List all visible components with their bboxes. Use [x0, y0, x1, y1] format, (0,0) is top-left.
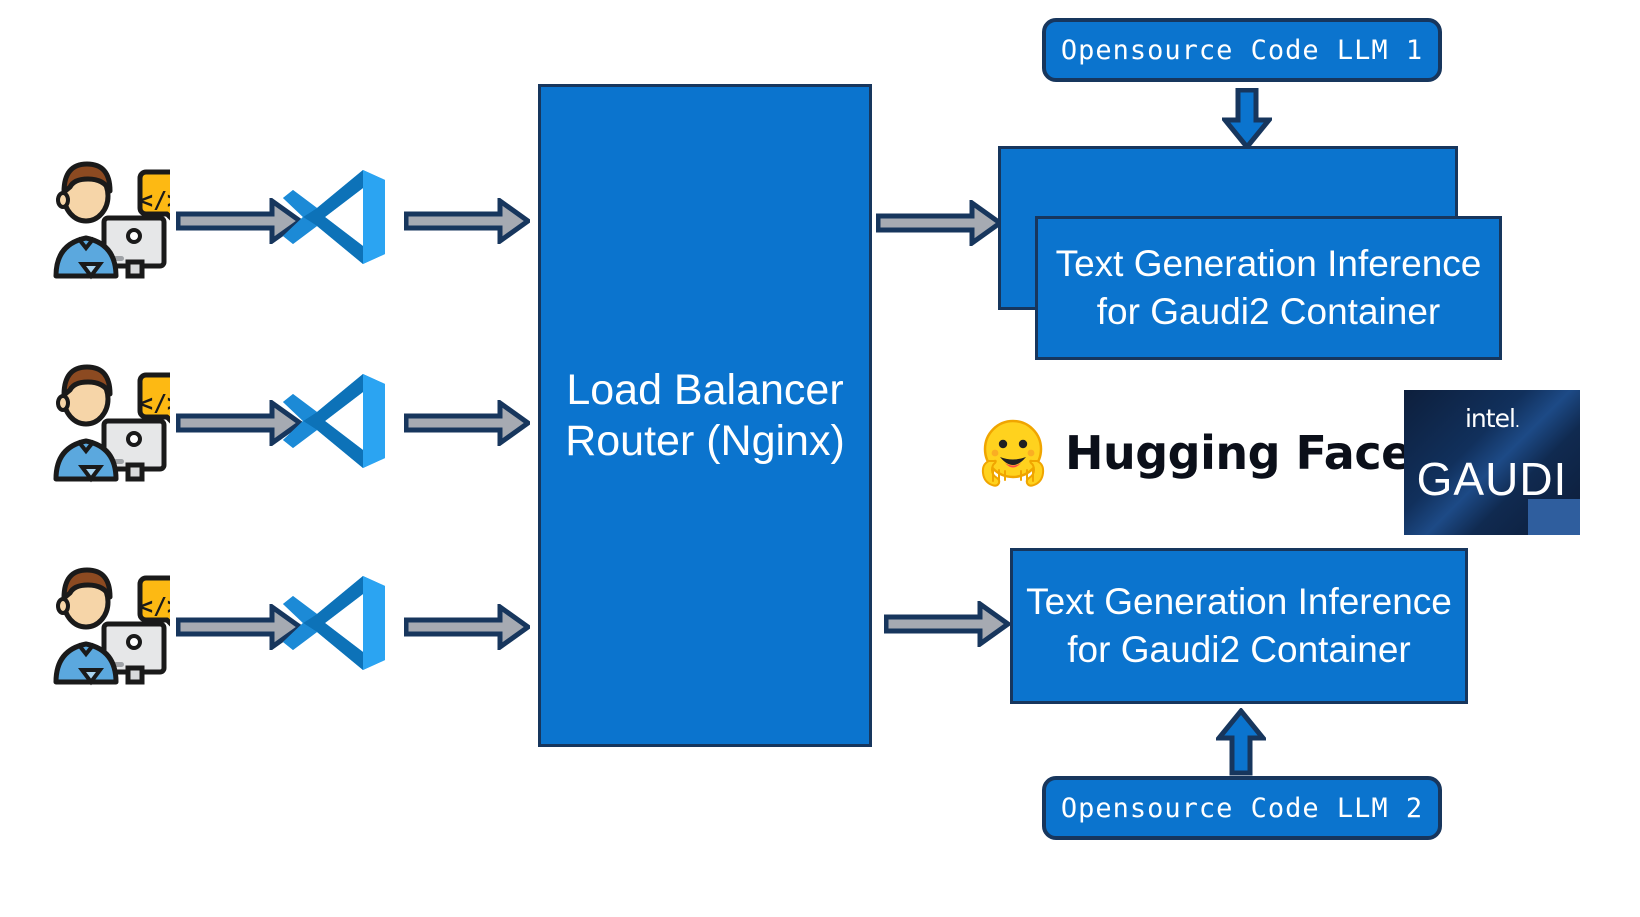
- router-label-line2: Router (Nginx): [565, 416, 845, 465]
- tgi-top-front-label: Text Generation Inference for Gaudi2 Con…: [1055, 242, 1482, 332]
- arrow-dev1-to-vscode1: [176, 198, 302, 244]
- tgi-container-top-front[interactable]: Text Generation Inference for Gaudi2 Con…: [1035, 216, 1502, 360]
- arrow-vscode1-to-router: [404, 198, 530, 244]
- arrow-vscode2-to-router: [404, 400, 530, 446]
- vscode-logo-1: [281, 168, 389, 266]
- intel-wordmark: intel.: [1404, 404, 1580, 433]
- llm2-label: Opensource Code LLM 2: [1060, 792, 1424, 824]
- hugging-face-wordmark: Hugging Face: [1065, 426, 1412, 480]
- vscode-logo-3: [281, 574, 389, 672]
- arrow-llm2-to-tgi-bottom: [1216, 708, 1266, 776]
- gaudi-accent-square: [1528, 499, 1580, 535]
- tgi-container-bottom[interactable]: Text Generation Inference for Gaudi2 Con…: [1010, 548, 1468, 704]
- arrow-router-to-tgi-top: [876, 200, 1002, 246]
- router-label-line1: Load Balancer: [566, 365, 844, 414]
- arrow-router-to-tgi-bottom: [884, 601, 1010, 647]
- hugging-face-logo: Hugging Face: [975, 415, 1412, 491]
- hugging-face-emoji-icon: [975, 415, 1051, 491]
- gaudi-wordmark: GAUDI: [1416, 453, 1568, 505]
- intel-brand-text: intel: [1464, 404, 1516, 433]
- intel-brand-dot: .: [1514, 412, 1520, 431]
- opensource-code-llm-1-box[interactable]: Opensource Code LLM 1: [1042, 18, 1442, 82]
- developer-icon-2: </>: [42, 355, 170, 483]
- arrow-dev2-to-vscode2: [176, 400, 302, 446]
- llm1-label: Opensource Code LLM 1: [1060, 34, 1424, 66]
- developer-icon-3: </>: [42, 558, 170, 686]
- arrow-dev3-to-vscode3: [176, 604, 302, 650]
- vscode-logo-2: [281, 372, 389, 470]
- svg-text:</>: </>: [139, 594, 170, 620]
- load-balancer-router-box[interactable]: Load Balancer Router (Nginx): [538, 84, 872, 747]
- tgi-bottom-label: Text Generation Inference for Gaudi2 Con…: [1026, 580, 1452, 670]
- arrow-llm1-to-tgi-top: [1222, 88, 1272, 150]
- svg-text:</>: </>: [139, 391, 170, 417]
- developer-icon-1: </>: [42, 152, 170, 280]
- opensource-code-llm-2-box[interactable]: Opensource Code LLM 2: [1042, 776, 1442, 840]
- arrow-vscode3-to-router: [404, 604, 530, 650]
- svg-text:</>: </>: [139, 188, 170, 214]
- intel-gaudi-logo: intel. GAUDI: [1404, 390, 1580, 535]
